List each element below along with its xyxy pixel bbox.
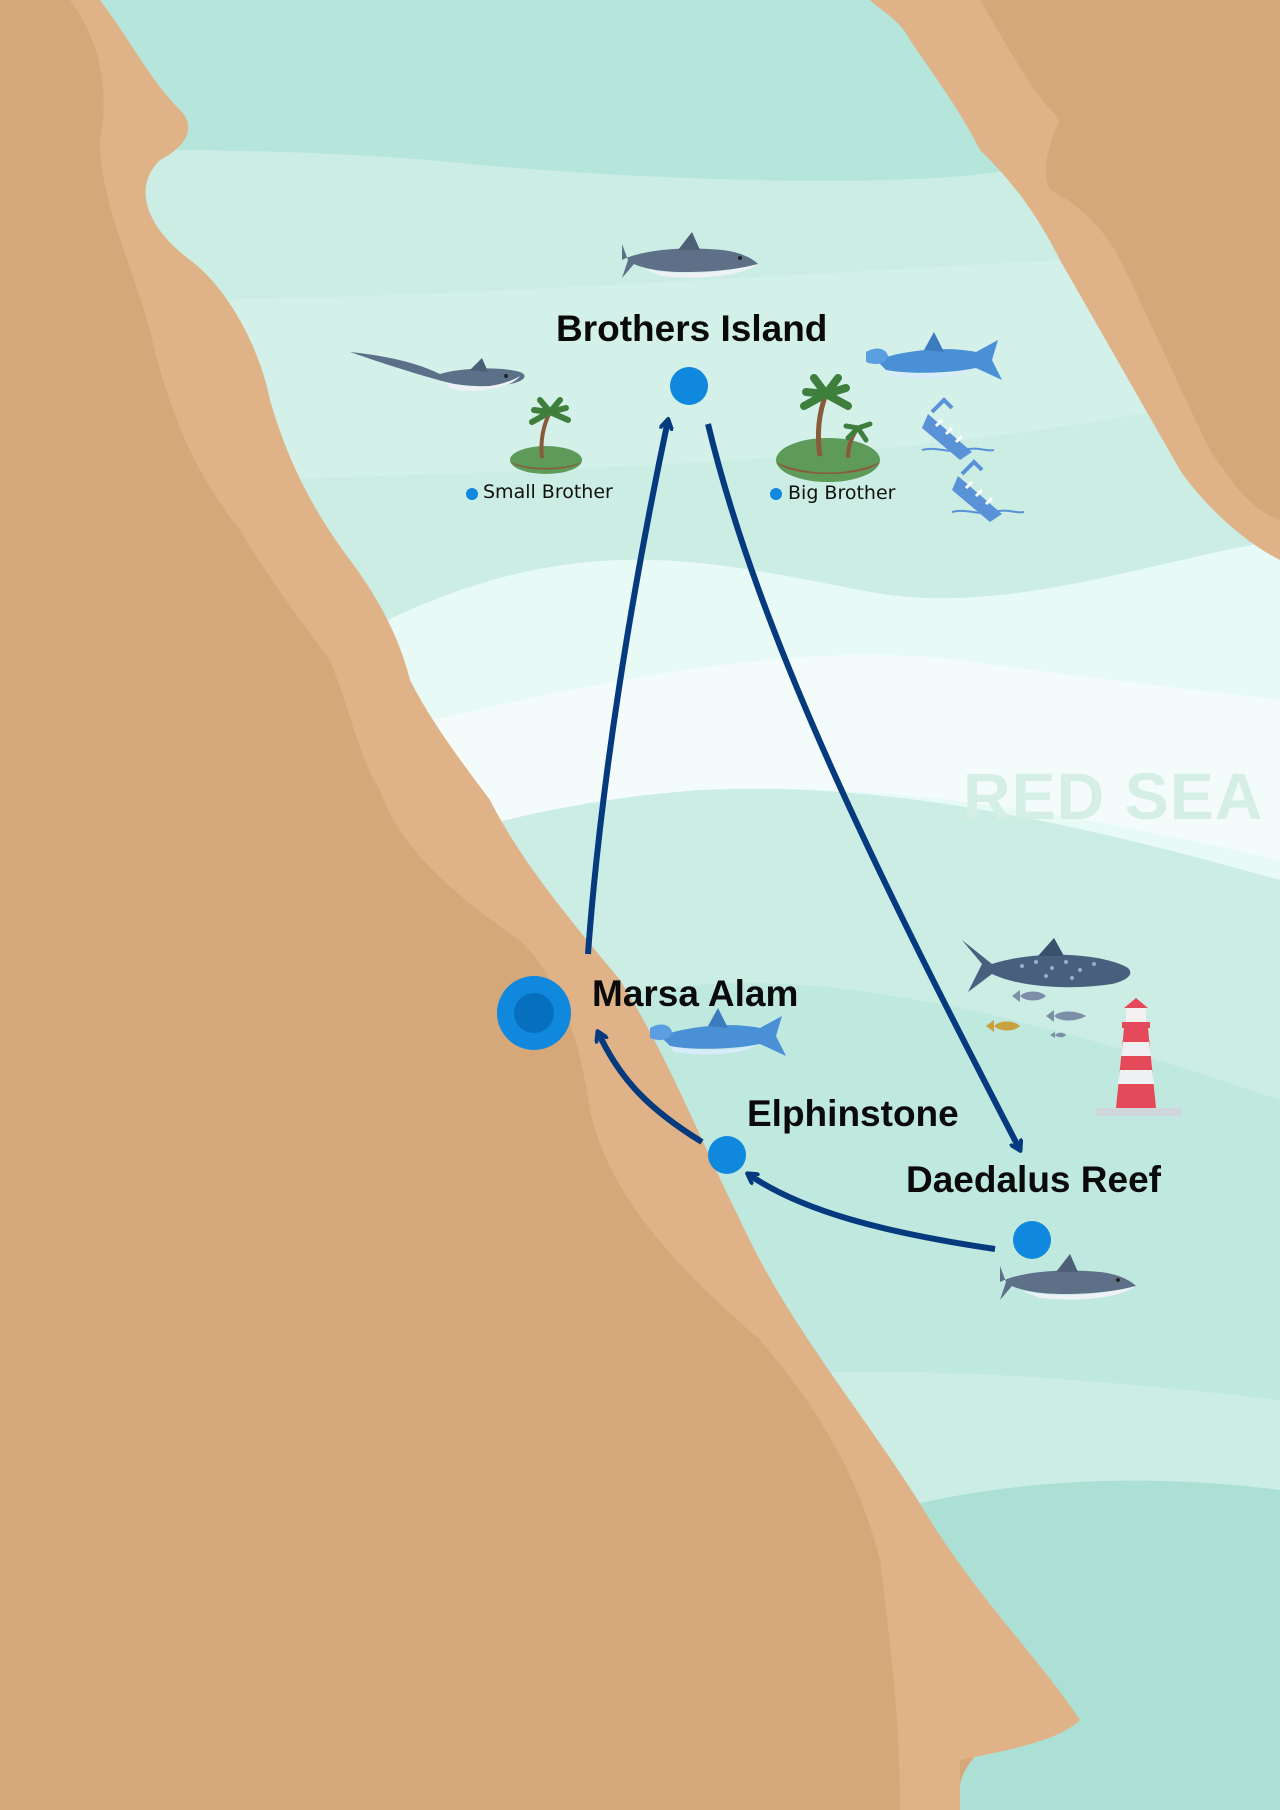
west-coast-land: [0, 0, 900, 1810]
lighthouse-icon: [1096, 998, 1182, 1116]
route-daedalus-to-elphinstone: [748, 1174, 996, 1252]
fish-icon: [986, 1020, 1020, 1032]
sea-band-upper: [150, 260, 1160, 480]
east-coast-land: [980, 0, 1280, 520]
sublocation-label-big-brother[interactable]: Big Brother: [788, 482, 896, 504]
marker-marsa-alam[interactable]: [497, 976, 571, 1050]
route-brothers-to-daedalus: [705, 423, 1020, 1150]
location-label-elphinstone[interactable]: Elphinstone: [747, 1093, 959, 1134]
location-label-brothers-island[interactable]: Brothers Island: [556, 308, 828, 349]
sublocation-label-small-brother[interactable]: Small Brother: [483, 481, 613, 503]
shipwreck-icon: [921, 397, 995, 460]
shark-icon: [1000, 1254, 1136, 1300]
route-marsa-to-brothers: [585, 420, 668, 955]
hammerhead-shark-icon: [866, 332, 1002, 380]
fish-icon: [1046, 1010, 1086, 1022]
thresher-shark-icon: [350, 352, 525, 391]
fish-icon: [1012, 990, 1046, 1002]
fish-icon: [1050, 1032, 1066, 1038]
shipwreck-icon: [951, 459, 1025, 522]
marker-daedalus-reef[interactable]: [1013, 1221, 1051, 1259]
sea-name-label: RED SEA: [963, 759, 1264, 833]
palm-island-icon: [776, 374, 880, 482]
route-elphinstone-to-marsa: [598, 1032, 704, 1145]
palm-island-icon: [510, 397, 582, 474]
marker-small-brother[interactable]: [466, 488, 478, 500]
shark-icon: [622, 232, 758, 278]
location-label-daedalus-reef[interactable]: Daedalus Reef: [906, 1159, 1161, 1200]
marker-big-brother[interactable]: [770, 488, 782, 500]
marker-elphinstone[interactable]: [708, 1136, 746, 1174]
sea-band-top: [90, 0, 1010, 181]
sea-band-pale: [390, 654, 1280, 860]
location-label-marsa-alam[interactable]: Marsa Alam: [592, 973, 799, 1014]
whale-shark-icon: [962, 938, 1131, 992]
hammerhead-shark-icon: [650, 1008, 786, 1056]
marker-brothers-island[interactable]: [670, 367, 708, 405]
